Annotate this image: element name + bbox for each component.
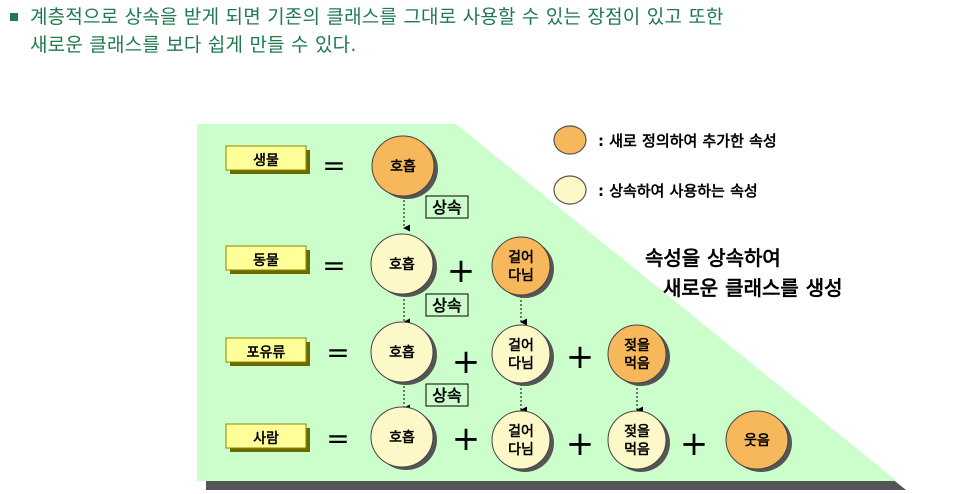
svg-text:다님: 다님 [508, 356, 534, 372]
svg-text:걸어: 걸어 [508, 337, 534, 354]
svg-text:호흡: 호흡 [390, 158, 416, 175]
attr-node-milk-inherited: 젖을 먹음 [607, 410, 670, 472]
svg-text:상속: 상속 [432, 386, 462, 405]
class-label-text: 생물 [253, 153, 279, 169]
class-label-text: 사람 [253, 431, 279, 447]
svg-text:먹음: 먹음 [624, 441, 650, 458]
bullet-icon [10, 13, 18, 21]
plus-sign: + [452, 419, 481, 459]
attr-node-walk-inherited: 걸어 다님 [491, 324, 554, 386]
equals-sign: = [322, 149, 345, 182]
svg-text:젖을: 젖을 [624, 337, 650, 354]
attr-node-breath-inherited: 호흡 [370, 321, 437, 385]
svg-text:호흡: 호흡 [389, 344, 415, 361]
svg-text:호흡: 호흡 [389, 429, 415, 446]
attr-node-breath-inherited: 호흡 [370, 233, 437, 297]
attr-node-walk-inherited: 걸어 다님 [491, 410, 554, 472]
attr-node-breath-inherited: 호흡 [370, 406, 437, 470]
intro-line-1: 계층적으로 상속을 받게 되면 기존의 클래스를 그대로 사용할 수 있는 장점… [30, 6, 724, 28]
legend-new-attr-label: : 새로 정의하여 추가한 속성 [598, 132, 777, 150]
class-label-text: 포유류 [247, 345, 286, 361]
intro-line-2: 새로운 클래스를 보다 쉽게 만들 수 있다. [30, 34, 357, 56]
legend-inherited-attr-icon [553, 175, 587, 205]
attr-node-breath-new: 호흡 [371, 135, 438, 199]
class-label-mammal: 포유류 [225, 337, 310, 366]
equals-sign: = [326, 336, 349, 369]
legend-new-attr-icon [553, 125, 587, 155]
svg-text:걸어: 걸어 [508, 249, 534, 266]
inherit-label: 상속 [425, 383, 469, 407]
svg-text:다님: 다님 [508, 442, 534, 458]
diagram-background [197, 124, 897, 481]
svg-text:상속: 상속 [432, 198, 462, 217]
class-label-human: 사람 [225, 423, 310, 452]
svg-text:젖을: 젖을 [624, 423, 650, 440]
equals-sign: = [322, 249, 345, 282]
attr-node-walk-new: 걸어 다님 [491, 236, 554, 298]
plus-sign: + [447, 251, 476, 291]
class-label-text: 동물 [253, 253, 279, 269]
inherit-label: 상속 [425, 293, 469, 317]
inherit-label: 상속 [425, 195, 469, 219]
attr-node-laugh-new: 웃음 [725, 410, 792, 472]
svg-text:상속: 상속 [432, 296, 462, 315]
svg-text:먹음: 먹음 [624, 355, 650, 372]
svg-text:걸어: 걸어 [508, 423, 534, 440]
legend-inherited-attr-label: : 상속하여 사용하는 속성 [598, 182, 758, 200]
caption-line-1: 속성을 상속하여 [645, 246, 781, 270]
plus-sign: + [680, 424, 709, 464]
equals-sign: = [326, 422, 349, 455]
plus-sign: + [452, 342, 481, 382]
svg-text:호흡: 호흡 [389, 256, 415, 273]
caption-line-2: 새로운 클래스를 생성 [663, 276, 843, 300]
svg-text:웃음: 웃음 [744, 432, 770, 449]
attr-node-milk-new: 젖을 먹음 [607, 324, 670, 386]
class-label-living-thing: 생물 [225, 145, 310, 174]
plus-sign: + [566, 424, 595, 464]
class-label-animal: 동물 [225, 245, 310, 274]
plus-sign: + [566, 337, 595, 377]
svg-text:다님: 다님 [508, 268, 534, 284]
